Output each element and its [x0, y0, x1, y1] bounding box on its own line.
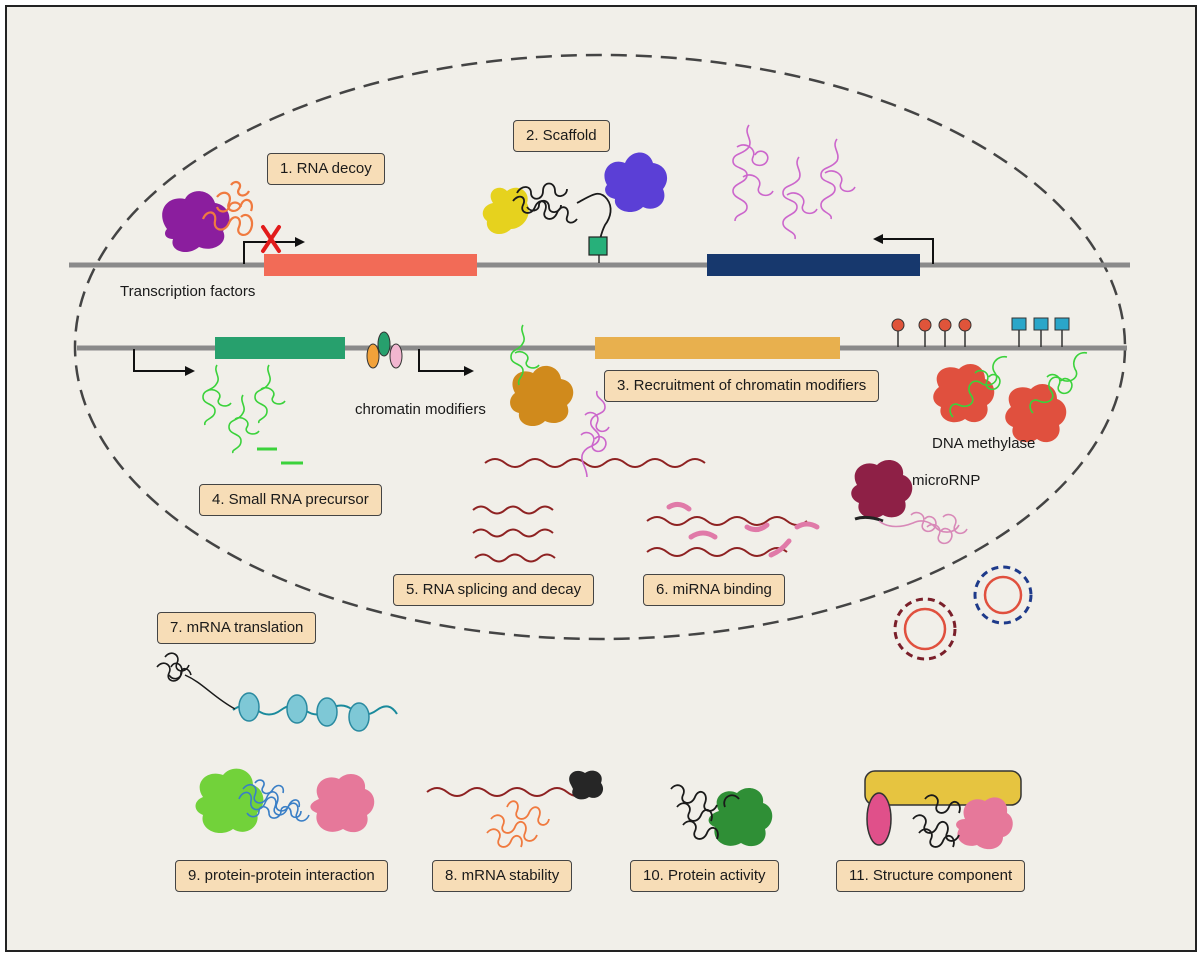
label-ppi: 9. protein-protein interaction: [175, 860, 388, 892]
ppi-pink-protein: [310, 774, 375, 833]
block-x-icon: [261, 225, 281, 253]
label-protein-activity: 10. Protein activity: [630, 860, 779, 892]
scaffold-yellow-protein: [482, 187, 529, 235]
tss-arrow-reverse: [873, 234, 934, 264]
splicing-lncrna-pink: [580, 390, 610, 478]
label-mirna: 6. miRNA binding: [643, 574, 785, 606]
dna-methylase-protein-1: [933, 364, 995, 423]
label-scaffold: 2. Scaffold: [513, 120, 610, 152]
micro-rnp-guide: [854, 515, 884, 523]
tss-arrow-lower-1: [133, 349, 195, 376]
mrna-strand-splicing: [484, 458, 706, 468]
chromatin-modifier-green: [377, 331, 391, 357]
ppi-lncrna: [238, 779, 310, 822]
annotation-micro-rnp: microRNP: [912, 472, 981, 489]
translation-linker: [184, 674, 236, 710]
gene-navy: [707, 254, 920, 276]
stability-lncrna: [486, 800, 550, 848]
gene-gold: [595, 337, 840, 359]
scaffold-blue-protein: [604, 152, 668, 213]
nascent-lncrna-pink: [732, 124, 856, 240]
figure-frame: 1. RNA decoy 2. Scaffold 3. Recruitment …: [5, 5, 1197, 952]
gene-red: [264, 254, 477, 276]
exosome-navy: [973, 565, 1033, 625]
label-recruitment: 3. Recruitment of chromatin modifiers: [604, 370, 880, 402]
decay-fragment: [474, 553, 556, 563]
exosome-maroon: [893, 597, 957, 661]
small-rna-precursor-lncrna: [202, 364, 286, 454]
decay-fragment: [472, 505, 554, 515]
chromatin-modifier-protein: [510, 365, 574, 427]
structure-pink-oval: [866, 792, 892, 846]
methylation-lollipops: [891, 317, 1070, 347]
mrna-strand-mirna: [646, 547, 788, 557]
micro-rnp-protein: [851, 460, 913, 519]
exosome-maroon-core: [903, 607, 947, 651]
gene-green: [215, 337, 345, 359]
annotation-chromatin-modifiers: chromatin modifiers: [355, 401, 486, 418]
label-rna-decoy: 1. RNA decoy: [267, 153, 385, 185]
recruiting-lncrna-green: [510, 324, 540, 386]
exosome-navy-core: [983, 575, 1023, 615]
dna-methylase-protein-2: [1005, 384, 1067, 443]
annotation-dna-methylase: DNA methylase: [932, 435, 1036, 452]
ribosomes: [238, 692, 370, 732]
annotation-transcription-factors: Transcription factors: [120, 283, 256, 300]
scaffold-anchor-square: [588, 236, 608, 256]
label-splicing: 5. RNA splicing and decay: [393, 574, 595, 606]
label-stability: 8. mRNA stability: [432, 860, 573, 892]
tss-arrow-blocked: [243, 237, 305, 264]
diagram-canvas: [69, 53, 1130, 850]
micro-rnp-lncrna: [878, 511, 968, 545]
label-translation: 7. mRNA translation: [157, 612, 317, 644]
translation-lncrna: [156, 652, 192, 682]
stability-mrna: [426, 787, 588, 797]
stability-protein: [569, 770, 604, 800]
structure-lncrna: [912, 794, 961, 848]
decoy-lncrna: [201, 180, 254, 236]
chromatin-modifier-pink: [389, 343, 403, 369]
label-small-rna: 4. Small RNA precursor: [199, 484, 382, 516]
structure-pink-protein: [956, 797, 1013, 850]
ppi-green-protein: [195, 768, 264, 834]
chromatin-modifier-orange: [366, 343, 380, 369]
activity-lncrna: [670, 784, 740, 840]
mrna-strand-mirna: [646, 516, 808, 526]
tss-arrow-lower-2: [418, 349, 474, 376]
decay-fragment: [472, 528, 554, 538]
label-structure: 11. Structure component: [836, 860, 1026, 892]
methylase-lncrna-green: [949, 351, 1088, 418]
transcription-factor-protein: [162, 191, 230, 253]
structure-bar: [864, 770, 1022, 806]
mirna-fragments: [666, 501, 820, 558]
